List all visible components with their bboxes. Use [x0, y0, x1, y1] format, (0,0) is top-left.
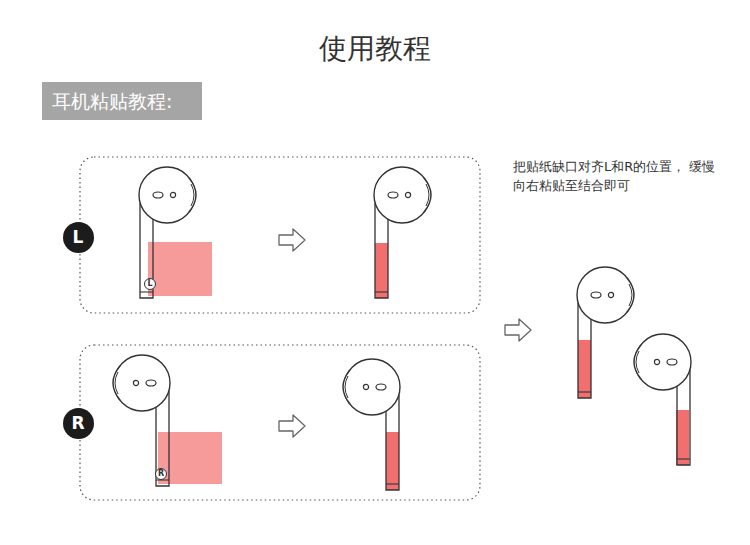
side-badge: L: [63, 222, 94, 253]
sticker-sheet: [158, 432, 222, 484]
page-title: 使用教程: [0, 30, 750, 68]
stem-badge: L: [144, 278, 156, 290]
step-arrow: [279, 415, 305, 437]
sticker-applied: [386, 432, 399, 490]
earbud-left: [139, 167, 196, 298]
sticker-applied: [375, 243, 388, 298]
earbud-right: [634, 334, 691, 465]
sticker-applied: [676, 410, 689, 465]
dotted-panel: [80, 345, 480, 500]
step-arrow: [505, 319, 531, 341]
earbud-left: [374, 167, 431, 298]
side-badge: R: [63, 408, 94, 439]
instruction-note: 把贴纸缺口对齐L和R的位置， 缓慢向右粘贴至结合即可: [513, 158, 718, 196]
sticker-sheet: [148, 242, 212, 296]
step-arrow: [279, 229, 305, 251]
node-label: R: [71, 414, 84, 433]
stem-badge: R: [155, 468, 167, 480]
earbud-right: [343, 359, 400, 490]
sticker-applied: [578, 340, 591, 398]
earbud-right: [113, 355, 170, 486]
section-tag: 耳机粘贴教程:: [42, 82, 202, 120]
node-label: L: [73, 228, 84, 247]
node-label: 耳机粘贴教程:: [52, 91, 172, 112]
dotted-panel: [80, 157, 480, 313]
earbud-left: [577, 267, 634, 398]
